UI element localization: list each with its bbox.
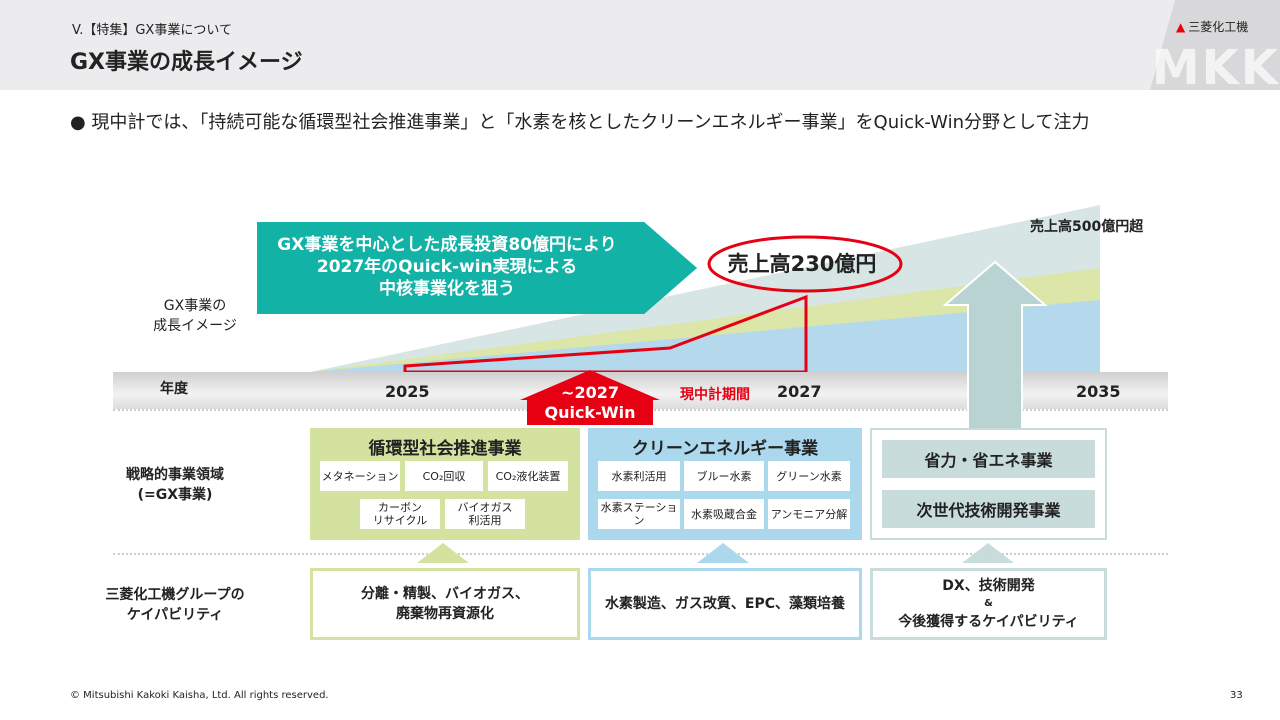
quickwin-arrow-icon [520,370,660,425]
clean-energy-box: クリーンエネルギー事業 水素利活用 ブルー水素 グリーン水素 水素ステーション … [588,428,862,540]
item-chip: グリーン水素 [768,461,850,491]
item-chip: 水素吸蔵合金 [684,499,764,529]
callout-line: 2027年のQuick-win実現による [316,257,578,277]
watermark: MKK [1151,40,1280,96]
cap-line: 廃棄物再資源化 [396,606,494,622]
capability-label: 三菱化工機グループのケイパビリティ [100,585,250,625]
header: MKK V.【特集】GX事業について GX事業の成長イメージ ▲三菱化工機 [0,0,1280,96]
growth-label: GX事業の成長イメージ [120,296,270,336]
item-chip: メタネーション [320,461,400,491]
plan-period: 現中計期間 [680,387,750,403]
cap-line: 今後獲得するケイパビリティ [898,614,1079,630]
other-capability-box: DX、技術開発 & 今後獲得するケイパビリティ [870,568,1107,640]
label-line: 戦略的事業領域 [126,467,224,483]
cap-line: 分離・精製、バイオガス、 [361,586,529,602]
clean-capability-box: 水素製造、ガス改質、EPC、藻類培養 [588,568,862,640]
triangle-icon [697,543,749,563]
item-chip: CO₂回収 [405,461,483,491]
quickwin-text: Quick-Win [544,403,636,422]
circular-economy-box: 循環型社会推進事業 メタネーション CO₂回収 CO₂液化装置 カーボン リサイ… [310,428,580,540]
box-title: クリーンエネルギー事業 [631,439,819,459]
item-chip: ブルー水素 [684,461,764,491]
triangle-icon [962,543,1014,563]
box-title: 循環型社会推進事業 [368,439,522,459]
item-chip: CO₂液化装置 [488,461,568,491]
sales-2027: 売上高230億円 [727,252,877,276]
callout-line: GX事業を中心とした成長投資80億円により [277,235,617,255]
quickwin-year: ~2027 [561,383,619,402]
page-title: GX事業の成長イメージ [70,50,303,75]
business-chip: 省力・省エネ事業 [882,440,1095,478]
label-line: 成長イメージ [153,318,237,334]
highlight-ellipse [707,235,903,293]
year-label: 年度 [160,381,188,397]
company-logo: ▲三菱化工機 [1176,18,1248,35]
other-business-box: 省力・省エネ事業 次世代技術開発事業 [870,428,1107,540]
copyright: © Mitsubishi Kakoki Kaisha, Ltd. All rig… [70,690,329,701]
label-line: ケイパビリティ [126,607,224,623]
item-chip: 水素ステーション [598,499,680,529]
item-chip: バイオガス 利活用 [445,499,525,529]
sales-2035: 売上高500億円超 [1030,219,1144,235]
cap-line: DX、技術開発 [942,578,1035,594]
item-chip: カーボン リサイクル [360,499,440,529]
page-number: 33 [1230,690,1243,701]
year-2027: 2027 [777,382,822,401]
logo-text: 三菱化工機 [1188,20,1249,34]
triangle-icon [417,543,469,563]
cap-line: & [984,598,993,609]
section-label: V.【特集】GX事業について [72,23,232,38]
header-decoration [1150,0,1280,90]
callout-arrow: GX事業を中心とした成長投資80億円により 2027年のQuick-win実現に… [257,222,697,314]
circular-capability-box: 分離・精製、バイオガス、廃棄物再資源化 [310,568,580,640]
callout-line: 中核事業化を狙う [379,279,515,299]
strategy-label: 戦略的事業領域 (=GX事業) [100,465,250,505]
cap-line: 水素製造、ガス改質、EPC、藻類培養 [604,596,846,612]
item-chip: アンモニア分解 [768,499,850,529]
bullet-text: ● 現中計では、「持続可能な循環型社会推進事業」と「水素を核としたクリーンエネル… [70,112,1090,133]
divider [113,553,1168,555]
label-line: (=GX事業) [137,487,213,503]
year-2025: 2025 [385,382,430,401]
label-line: GX事業の [163,298,227,314]
item-chip: 水素利活用 [598,461,680,491]
business-chip: 次世代技術開発事業 [882,490,1095,528]
three-diamonds-icon: ▲ [1176,19,1186,34]
label-line: 三菱化工機グループの [105,587,245,603]
year-2035: 2035 [1076,382,1121,401]
